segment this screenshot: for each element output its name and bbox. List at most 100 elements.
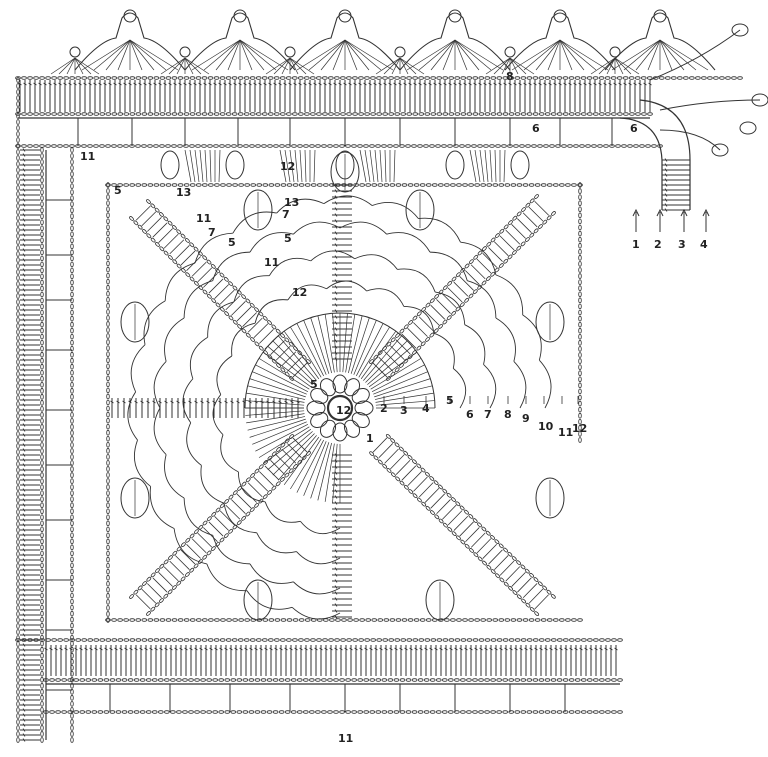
chain-stitch <box>73 710 80 714</box>
chain-stitch <box>40 267 44 274</box>
chain-stitch <box>538 112 545 116</box>
stitch-line <box>22 438 26 442</box>
chain-stitch <box>63 638 69 642</box>
chain-stitch <box>441 678 448 682</box>
chain-stitch <box>206 259 212 265</box>
chain-stitch <box>40 177 44 183</box>
chain-stitch <box>358 112 364 116</box>
stitch-line <box>186 544 201 559</box>
chain-stitch <box>223 533 229 538</box>
chain-stitch <box>106 345 110 351</box>
chain-stitch <box>105 183 111 187</box>
chain-stitch <box>382 112 388 116</box>
chain-stitch <box>442 112 449 116</box>
chain-stitch <box>351 144 357 148</box>
chain-stitch <box>201 638 208 642</box>
center-petal <box>310 411 329 429</box>
stitch-line <box>49 647 53 651</box>
chain-stitch <box>436 638 443 642</box>
chain-stitch <box>621 144 627 148</box>
stitch-line <box>152 222 168 238</box>
stitch-line <box>252 421 307 445</box>
chain-stitch <box>16 419 20 425</box>
stitch-line <box>454 39 468 71</box>
chain-stitch <box>447 527 453 532</box>
center-five-label: 5 <box>310 378 318 391</box>
chain-stitch <box>40 249 44 256</box>
stitch-line <box>275 454 291 470</box>
scallop-arc <box>354 254 398 270</box>
chain-stitch <box>664 76 671 80</box>
chain-stitch <box>507 254 513 260</box>
chain-stitch <box>578 346 582 352</box>
diagonal-pineapple <box>129 434 311 616</box>
chain-stitch <box>40 634 44 641</box>
chain-stitch <box>70 231 74 238</box>
chain-stitch <box>40 388 44 394</box>
chain-stitch <box>70 400 74 406</box>
chain-stitch <box>516 245 522 251</box>
scallop <box>504 12 616 71</box>
chain-stitch <box>16 515 20 521</box>
leaf-shell <box>535 477 565 519</box>
chain-stitch <box>511 556 517 561</box>
chain-stitch <box>133 220 139 226</box>
chain-stitch <box>16 683 20 689</box>
chain-stitch <box>502 76 509 80</box>
chain-stitch <box>556 638 563 642</box>
stitch-line <box>22 718 26 722</box>
chain-stitch <box>219 112 226 116</box>
chain-stitch <box>70 261 74 268</box>
chain-stitch <box>578 376 582 383</box>
chain-stitch <box>617 112 623 116</box>
chain-stitch <box>460 268 466 273</box>
chain-stitch <box>245 511 251 517</box>
chain-stitch <box>176 229 182 235</box>
stitch-line <box>194 400 198 404</box>
chain-stitch <box>442 319 448 325</box>
stitch-line <box>22 238 26 242</box>
chain-stitch <box>70 195 74 201</box>
chain-stitch <box>425 337 430 342</box>
scallop-arc <box>264 501 301 523</box>
chain-stitch <box>408 489 414 494</box>
chain-stitch <box>390 371 396 377</box>
stitch-line <box>324 314 335 373</box>
stitch-line <box>418 39 456 71</box>
chain-stitch <box>707 76 713 80</box>
chain-stitch <box>399 480 405 486</box>
chain-stitch <box>97 678 104 682</box>
stitch-line <box>454 39 480 71</box>
chain-stitch <box>411 678 418 682</box>
chain-stitch <box>260 678 267 682</box>
chain-stitch <box>16 95 20 101</box>
chain-stitch <box>40 508 44 515</box>
stitch-line <box>499 235 515 251</box>
chain-stitch <box>159 598 164 603</box>
chain-stitch <box>70 189 74 195</box>
chain-stitch <box>321 144 327 148</box>
stitch-line <box>578 82 582 86</box>
stitch-line <box>664 168 668 172</box>
stitch-line <box>22 268 26 272</box>
chain-stitch <box>359 618 365 622</box>
chain-stitch <box>538 710 545 714</box>
stitch-line <box>229 647 233 651</box>
chain-stitch <box>496 710 502 714</box>
center-petal <box>319 419 337 438</box>
chain-stitch <box>158 678 164 682</box>
shell-leaf <box>445 150 465 180</box>
chain-stitch <box>254 710 261 714</box>
chain-stitch <box>429 710 436 714</box>
chain-stitch <box>578 333 582 340</box>
chain-stitch <box>70 610 74 617</box>
stitch-line <box>453 281 469 297</box>
chain-stitch <box>291 144 297 148</box>
stitch-line <box>22 618 26 622</box>
stitch-line <box>449 647 453 651</box>
chain-stitch <box>70 171 74 177</box>
chain-stitch <box>377 459 383 465</box>
side-five-b-label: 5 <box>284 232 292 245</box>
chain-stitch <box>435 144 441 148</box>
chain-stitch <box>70 689 74 695</box>
